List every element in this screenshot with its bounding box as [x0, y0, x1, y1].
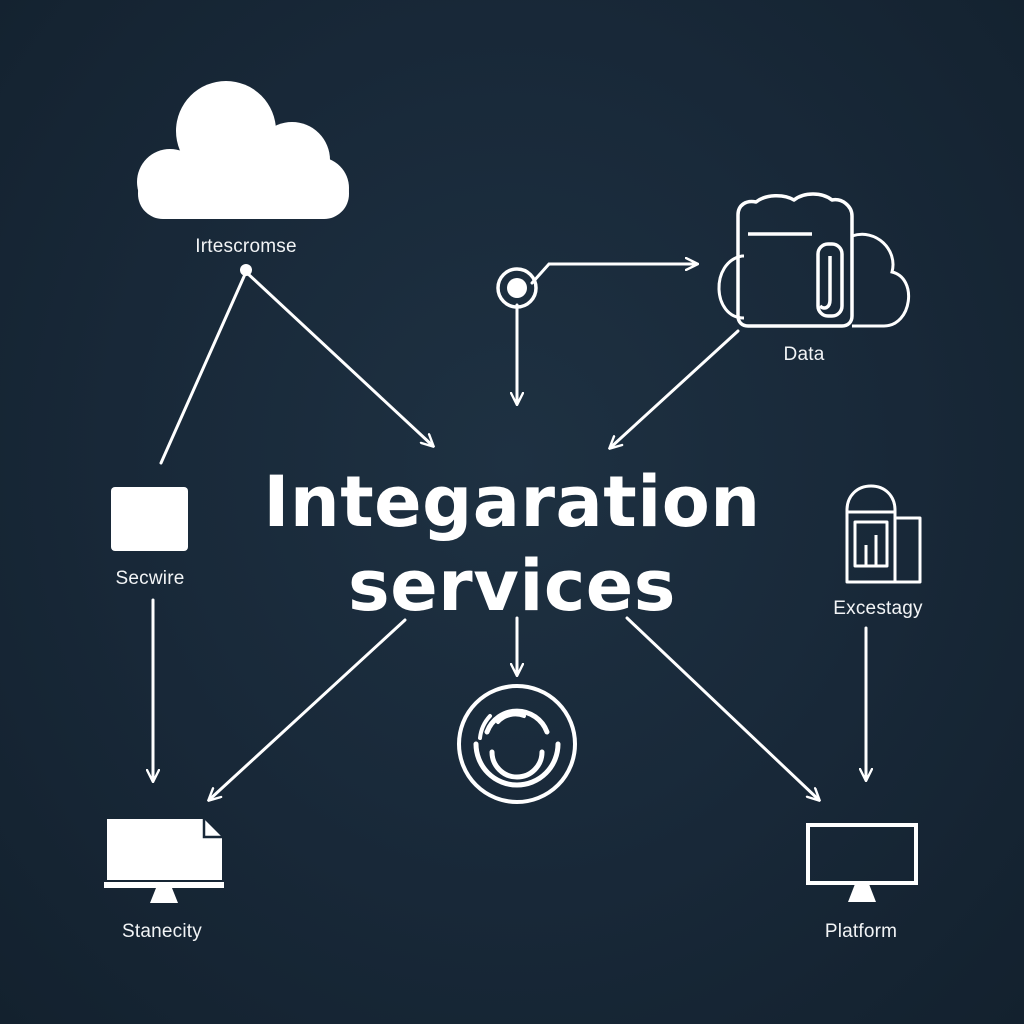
node-circle-icon [496, 267, 538, 309]
label-data: Data [783, 344, 825, 365]
cloud-icon [137, 81, 349, 219]
connector-title-to-stanecity [209, 618, 407, 800]
document-monitor-icon [104, 819, 224, 903]
label-irtescromse: Irtescromse [195, 236, 297, 257]
label-stanecity: Stanecity [122, 921, 202, 942]
diagram-title-line-2: services [348, 545, 676, 627]
square-icon [111, 487, 188, 551]
label-platform: Platform [824, 921, 898, 942]
label-excestagy: Excestagy [833, 598, 923, 619]
monitor-icon [806, 823, 918, 902]
connector-hub-to-data [530, 264, 697, 285]
connector-cloud-to-secwire [159, 270, 248, 465]
device-icon [845, 484, 922, 584]
connector-title-to-platform [625, 616, 819, 800]
label-secwire: Secwire [115, 568, 185, 589]
connector-data-to-title [610, 329, 740, 448]
connectors [153, 264, 866, 800]
junction-dot [240, 264, 252, 276]
diagram-title-line-1: Integaration [263, 461, 761, 543]
sync-circle-icon [457, 684, 577, 804]
connector-cloud-to-title [244, 270, 433, 446]
cloud-storage-icon [717, 192, 911, 328]
